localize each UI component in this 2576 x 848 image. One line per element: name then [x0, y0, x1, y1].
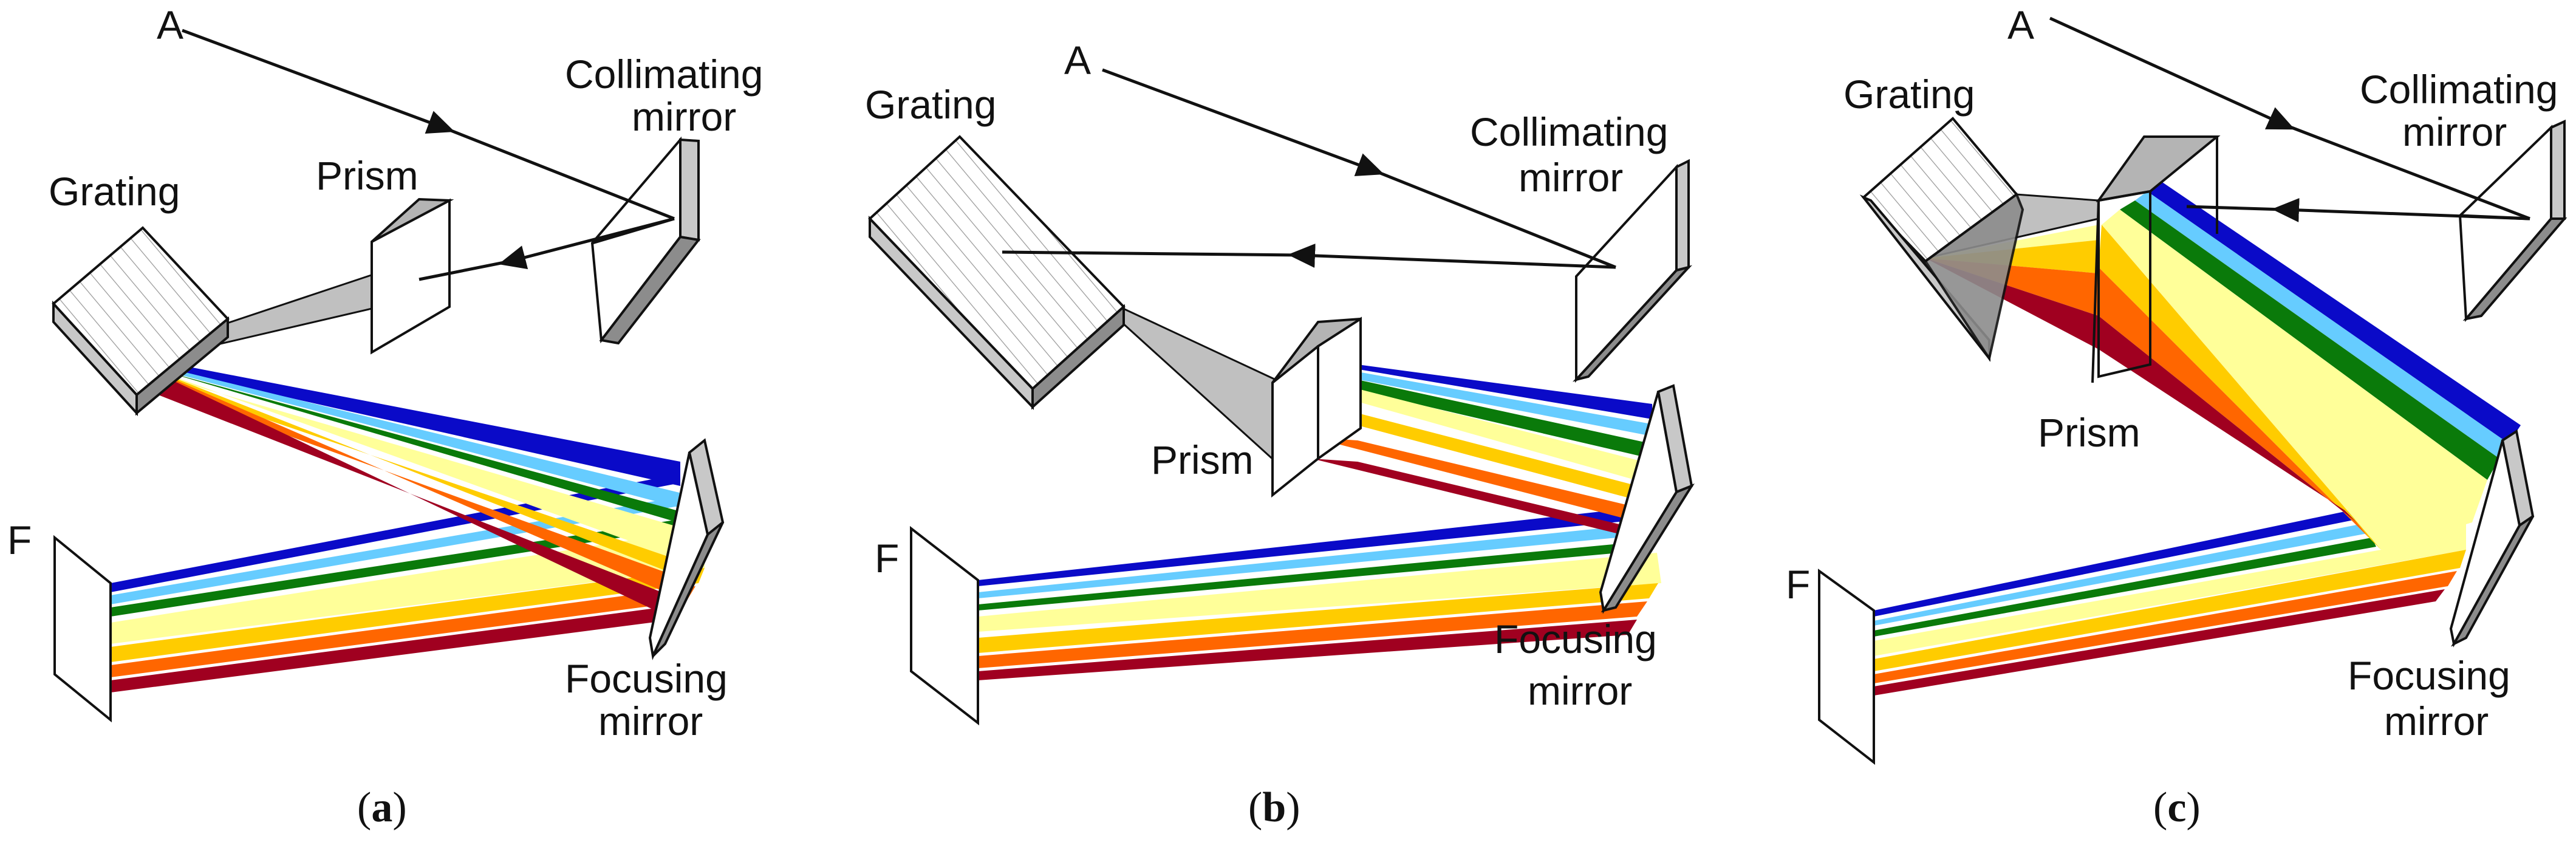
spectrum-band	[2120, 200, 2499, 480]
prism-label: Prism	[2038, 410, 2140, 455]
spectrum-band	[1874, 510, 2357, 617]
spectrum-band	[1312, 389, 1667, 489]
spectrum-band	[135, 363, 685, 620]
spectrum-band	[2099, 267, 2369, 538]
light-path	[2049, 16, 2530, 222]
spectrum-band	[978, 620, 1637, 680]
dispersed-beams	[135, 361, 705, 620]
detector-label-f: F	[875, 536, 899, 581]
spectrum-band	[2135, 191, 2509, 459]
caption-c: (c)	[2153, 784, 2201, 831]
spectrum-band	[137, 363, 705, 568]
grating-label: Grating	[865, 82, 996, 127]
focused-beams	[1874, 510, 2466, 696]
input-label-a: A	[1064, 38, 1091, 83]
spectrum-band	[1312, 459, 1637, 538]
focusing-mirror-label-2: mirror	[1528, 668, 1632, 713]
spectrum-band	[1312, 361, 1652, 419]
panel-a: A Collimating mirror Grating Prism F Foc…	[7, 2, 763, 831]
focusing-mirror-label-2: mirror	[598, 699, 703, 744]
prism	[2091, 135, 2221, 383]
spectrum-band	[1874, 550, 2466, 671]
spectrum-band	[978, 601, 1647, 668]
spectrum-band	[111, 604, 683, 692]
spectrum-band	[1874, 524, 2368, 626]
focused-beams	[978, 507, 1661, 680]
spectrum-band	[978, 541, 1653, 610]
spectrum-band	[1874, 571, 2457, 683]
prism	[371, 197, 454, 355]
focusing-mirror	[2449, 429, 2535, 648]
prism	[1271, 316, 1362, 498]
focusing-mirror	[1599, 384, 1695, 614]
input-label-a: A	[2007, 2, 2034, 47]
collimating-mirror	[590, 136, 701, 345]
spectrum-band	[2099, 225, 2381, 550]
grating	[1859, 117, 2024, 362]
collimating-mirror-label-2: mirror	[632, 94, 736, 139]
spectrum-band	[1312, 413, 1661, 504]
input-label-a: A	[157, 2, 183, 47]
detector-f	[910, 525, 979, 726]
light-path	[1002, 68, 1616, 269]
focusing-mirror-label: Focusing	[2348, 653, 2510, 698]
spectrum-band	[1874, 519, 2466, 656]
spectrum-band	[137, 363, 695, 601]
prism-label: Prism	[316, 153, 419, 198]
spectrum-band	[137, 361, 680, 486]
detector-label-f: F	[1786, 562, 1810, 607]
caption-b: (b)	[1248, 784, 1300, 831]
panel-c: A Collimating mirror Grating Prism F Foc…	[1786, 2, 2567, 831]
spectrum-band	[2147, 182, 2521, 443]
collimating-mirror-label: Collimating	[565, 52, 763, 97]
spectrum-band	[978, 524, 1649, 598]
spectrum-band	[111, 568, 705, 662]
collimating-mirror-label-2: mirror	[2402, 109, 2507, 154]
detector-label-f: F	[7, 518, 32, 562]
dispersed-beams	[1312, 361, 1667, 538]
detector-f	[1818, 569, 1875, 765]
grating-label: Grating	[49, 169, 180, 214]
spectrum-band	[978, 553, 1661, 632]
focusing-mirror	[648, 438, 725, 660]
spectrum-band	[137, 363, 699, 528]
focusing-mirror-label-2: mirror	[2384, 699, 2489, 744]
spectrum-band	[1312, 437, 1649, 522]
panel-b: A Collimating mirror Grating Prism F Foc…	[865, 38, 1695, 831]
grating-label: Grating	[1843, 72, 1975, 117]
collimating-mirror-label-2: mirror	[1519, 155, 1623, 200]
spectrum-band	[2099, 316, 2357, 522]
detector-f	[53, 535, 112, 723]
spectrum-band	[1874, 589, 2445, 696]
collimating-mirror	[1573, 159, 1692, 383]
grating	[868, 135, 1126, 410]
focusing-mirror-label: Focusing	[565, 656, 728, 701]
caption-a: (a)	[357, 784, 407, 831]
collimating-mirror	[2458, 119, 2567, 323]
grating	[52, 226, 230, 417]
dispersed-beams	[2099, 182, 2521, 550]
spectrum-band	[978, 583, 1658, 653]
focusing-mirror-label: Focusing	[1494, 617, 1657, 662]
spectrum-band	[111, 586, 695, 677]
spectrum-band	[1874, 538, 2376, 637]
spectrum-band	[137, 363, 689, 510]
collimating-mirror-label: Collimating	[2360, 67, 2558, 112]
spectrum-band	[137, 363, 702, 583]
collimating-mirror-label: Collimating	[1470, 109, 1668, 154]
spectrum-band	[2102, 210, 2487, 550]
light-path	[182, 29, 675, 281]
spectrum-band	[978, 507, 1643, 586]
spectrum-band	[1312, 371, 1658, 437]
prism-label: Prism	[1151, 437, 1254, 482]
